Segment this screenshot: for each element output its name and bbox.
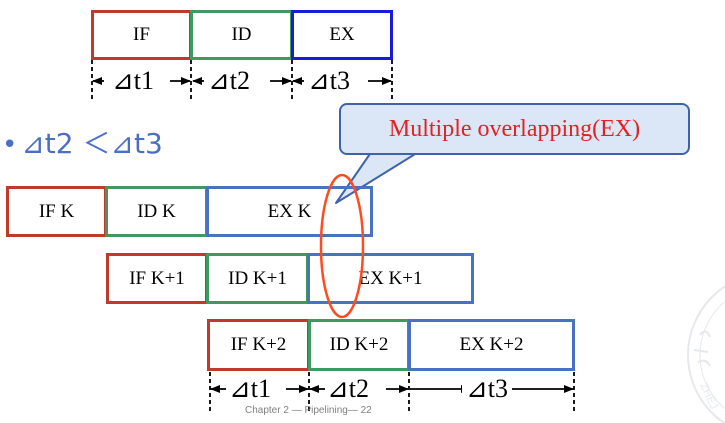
slide-footer: Chapter 2 — Pipelining— 22 <box>245 405 372 416</box>
condition-text: ⊿t2 ＜⊿t3 <box>21 127 163 160</box>
callout-box: Multiple overlapping(EX) <box>339 103 690 155</box>
pipeline-if-k2: IF K+2 <box>207 319 310 371</box>
top-time-label-t1: ⊿t1 <box>112 66 155 95</box>
svg-text:ZHEJ: ZHEJ <box>697 381 719 411</box>
pipeline-id-k1: ID K+1 <box>206 253 309 304</box>
bullet-dot-icon: • <box>2 130 18 160</box>
top-time-label-t2: ⊿t2 <box>208 66 251 95</box>
stage-box-if: IF <box>91 10 192 60</box>
stage-box-ex: EX <box>291 10 393 60</box>
pipeline-if-k1: IF K+1 <box>106 253 208 304</box>
bottom-time-label-t3: ⊿t3 <box>462 376 513 402</box>
pipeline-ex-k1: EX K+1 <box>307 253 474 304</box>
pipeline-id-k: ID K <box>105 186 208 237</box>
callout-text: Multiple overlapping(EX) <box>388 115 641 142</box>
condition-bullet: •⊿t2 ＜⊿t3 <box>2 127 163 160</box>
stage-box-id: ID <box>190 10 293 60</box>
top-time-label-t3: ⊿t3 <box>308 66 351 95</box>
pipeline-ex-k2: EX K+2 <box>408 319 575 371</box>
bottom-time-label-t1: ⊿t1 <box>229 374 272 403</box>
pipeline-id-k2: ID K+2 <box>308 319 410 371</box>
pipeline-if-k: IF K <box>6 186 107 237</box>
pipeline-ex-k: EX K <box>206 186 373 237</box>
watermark-seal: ZHEJ <box>687 285 725 423</box>
bottom-time-label-t2: ⊿t2 <box>327 374 370 403</box>
